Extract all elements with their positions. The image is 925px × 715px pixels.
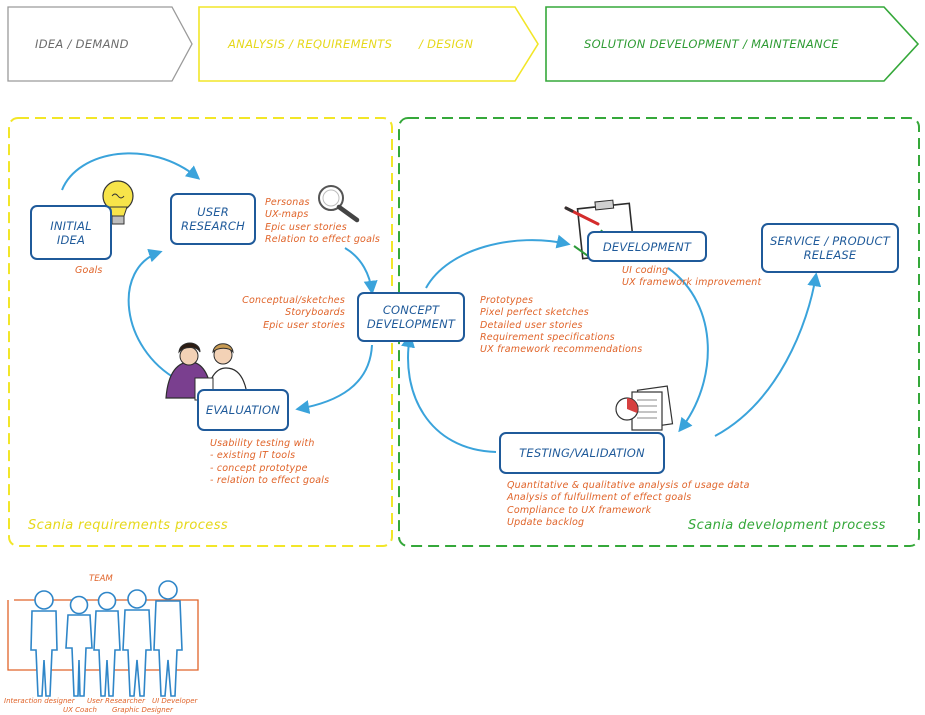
team-member-interaction-designer [30,590,58,697]
node-development-label: DEVELOPMENT [602,239,692,254]
note-line: UI coding [622,265,669,276]
phase-analysis-label: ANALYSIS / REQUIREMENTS [228,37,393,51]
note-line: Epic user stories [263,319,345,331]
node-concept-development-line1: CONCEPT [382,303,440,317]
arrow-development-to-testing [667,267,709,433]
node-concept-development-line2: DEVELOPMENT [366,317,456,331]
note-line: - existing IT tools [210,450,296,462]
node-concept-development[interactable]: CONCEPT DEVELOPMENT [357,292,465,342]
phase-design-label: / DESIGN [419,37,474,51]
role-ui-developer: UI Developer [152,697,198,705]
team-title: TEAM [89,574,113,584]
arrow-testing-to-concept [401,333,497,453]
node-user-research-line1: USER [197,205,229,219]
development-process-label: Scania development process [688,518,886,533]
note-line: Epic user stories [265,221,347,233]
phase-solution-chevron [545,6,920,82]
note-line: Analysis of fulfullment of effect goals [507,492,692,504]
arrow-evaluation-to-research [127,248,179,381]
node-testing-label: TESTING/VALIDATION [519,446,645,460]
arrow-concept-to-evaluation [295,344,373,414]
node-service-release[interactable]: SERVICE / PRODUCT RELEASE [761,223,899,273]
phase-idea-label: IDEA / DEMAND [35,37,129,51]
note-line: Detailed user stories [480,319,583,331]
note-line: UX-maps [265,209,309,221]
note-line: - relation to effect goals [210,474,330,486]
node-service-release-line2: RELEASE [803,248,857,262]
phase-solution-label: SOLUTION DEVELOPMENT / MAINTENANCE [584,37,839,51]
phase-analysis-chevron [198,6,539,82]
note-line: - concept prototype [210,462,308,474]
magnifier-icon [318,185,360,223]
note-line: Storyboards [285,307,345,319]
note-line: Quantitative & qualitative analysis of u… [507,480,750,491]
note-line: Update backlog [507,516,585,528]
note-line: Usability testing with [210,438,315,449]
role-interaction-designer: Interaction designer [4,697,75,705]
development-process-region [398,117,920,547]
team-member-user-researcher [93,591,121,697]
node-initial-idea[interactable]: INITIAL IDEA [30,205,112,260]
note-testing: Quantitative & qualitative analysis of u… [507,480,750,529]
note-line: UX framework recommendations [480,344,643,356]
requirements-process-label: Scania requirements process [28,518,229,533]
note-concept-outputs: Prototypes Pixel perfect sketches Detail… [480,295,642,356]
note-line: Requirement specifications [480,331,615,343]
node-evaluation-label: EVALUATION [205,403,281,417]
node-development[interactable]: DEVELOPMENT [587,231,707,262]
node-testing-validation[interactable]: TESTING/VALIDATION [499,432,665,474]
arrow-idea-to-research [61,152,201,191]
note-line: Personas [265,197,310,208]
arrow-testing-to-release [714,272,822,437]
team-member-ui-developer [153,580,183,697]
node-service-release-line1: SERVICE / PRODUCT [769,234,890,248]
note-development: UI coding UX framework improvement [622,265,761,290]
note-line: Relation to effect goals [265,233,381,245]
arrow-concept-to-development [425,234,571,289]
team-member-graphic-designer [122,589,152,697]
lightbulb-icon [102,180,134,225]
flow-arrows [61,152,822,453]
node-initial-idea-line2: IDEA [56,232,86,247]
node-evaluation[interactable]: EVALUATION [197,389,289,431]
phase-idea-chevron [7,6,193,82]
role-ux-coach: UX Coach [63,706,97,714]
note-line: Conceptual/sketches [242,295,345,306]
note-line: Pixel perfect sketches [480,307,589,319]
note-concept-inputs: Conceptual/sketches Storyboards Epic use… [242,295,345,332]
role-user-researcher: User Researcher [87,697,145,705]
node-user-research[interactable]: USER RESEARCH [170,193,256,245]
arrow-research-to-concept [344,247,378,295]
note-line: Compliance to UX framework [507,504,652,516]
note-user-research: Personas UX-maps Epic user stories Relat… [265,197,380,246]
note-goals: Goals [75,265,103,276]
team-member-ux-coach [65,595,93,697]
role-graphic-designer: Graphic Designer [112,706,173,714]
node-user-research-line2: RESEARCH [181,219,245,233]
node-initial-idea-line1: INITIAL [50,218,92,233]
note-line: UX framework improvement [622,277,762,289]
team-icon [7,580,199,697]
note-line: Prototypes [480,295,534,306]
note-evaluation: Usability testing with - existing IT too… [210,438,329,487]
documents-icon [615,385,674,431]
